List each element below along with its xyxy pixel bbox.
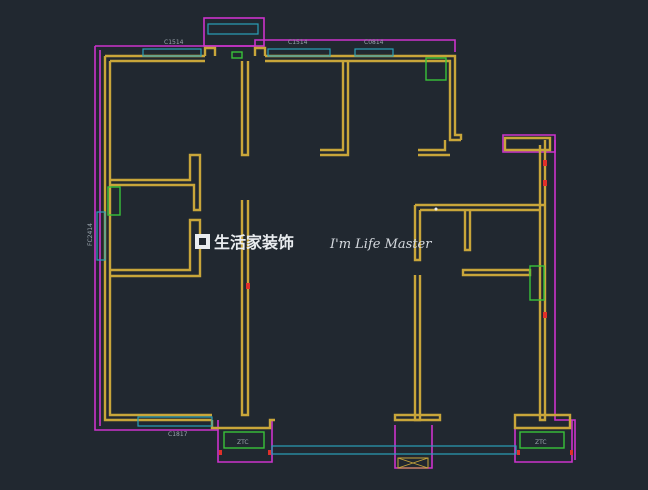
- outer-boundary: [94, 17, 576, 469]
- window-label-top-left: C1514: [164, 39, 184, 46]
- balcony-label-left: ZTC: [237, 439, 249, 446]
- fixtures: [107, 51, 565, 449]
- logo-square-icon: [195, 234, 210, 249]
- watermark: 生活家装饰 I'm Life Master: [195, 233, 432, 252]
- red-markers: [219, 160, 573, 455]
- window-label-left: FC2414: [87, 223, 94, 246]
- window-label-top-mid: C1514: [288, 39, 308, 46]
- watermark-slogan: I'm Life Master: [329, 237, 432, 252]
- window-label-bottom: C1817: [168, 431, 188, 438]
- walls: [103, 46, 572, 430]
- cursor-dot: [434, 207, 438, 211]
- window-label-top-right: C0814: [364, 39, 384, 46]
- watermark-brand: 生活家装饰: [214, 233, 294, 252]
- balcony-label-right: ZTC: [535, 439, 547, 446]
- windows: [96, 23, 517, 455]
- door-symbol: [397, 457, 429, 469]
